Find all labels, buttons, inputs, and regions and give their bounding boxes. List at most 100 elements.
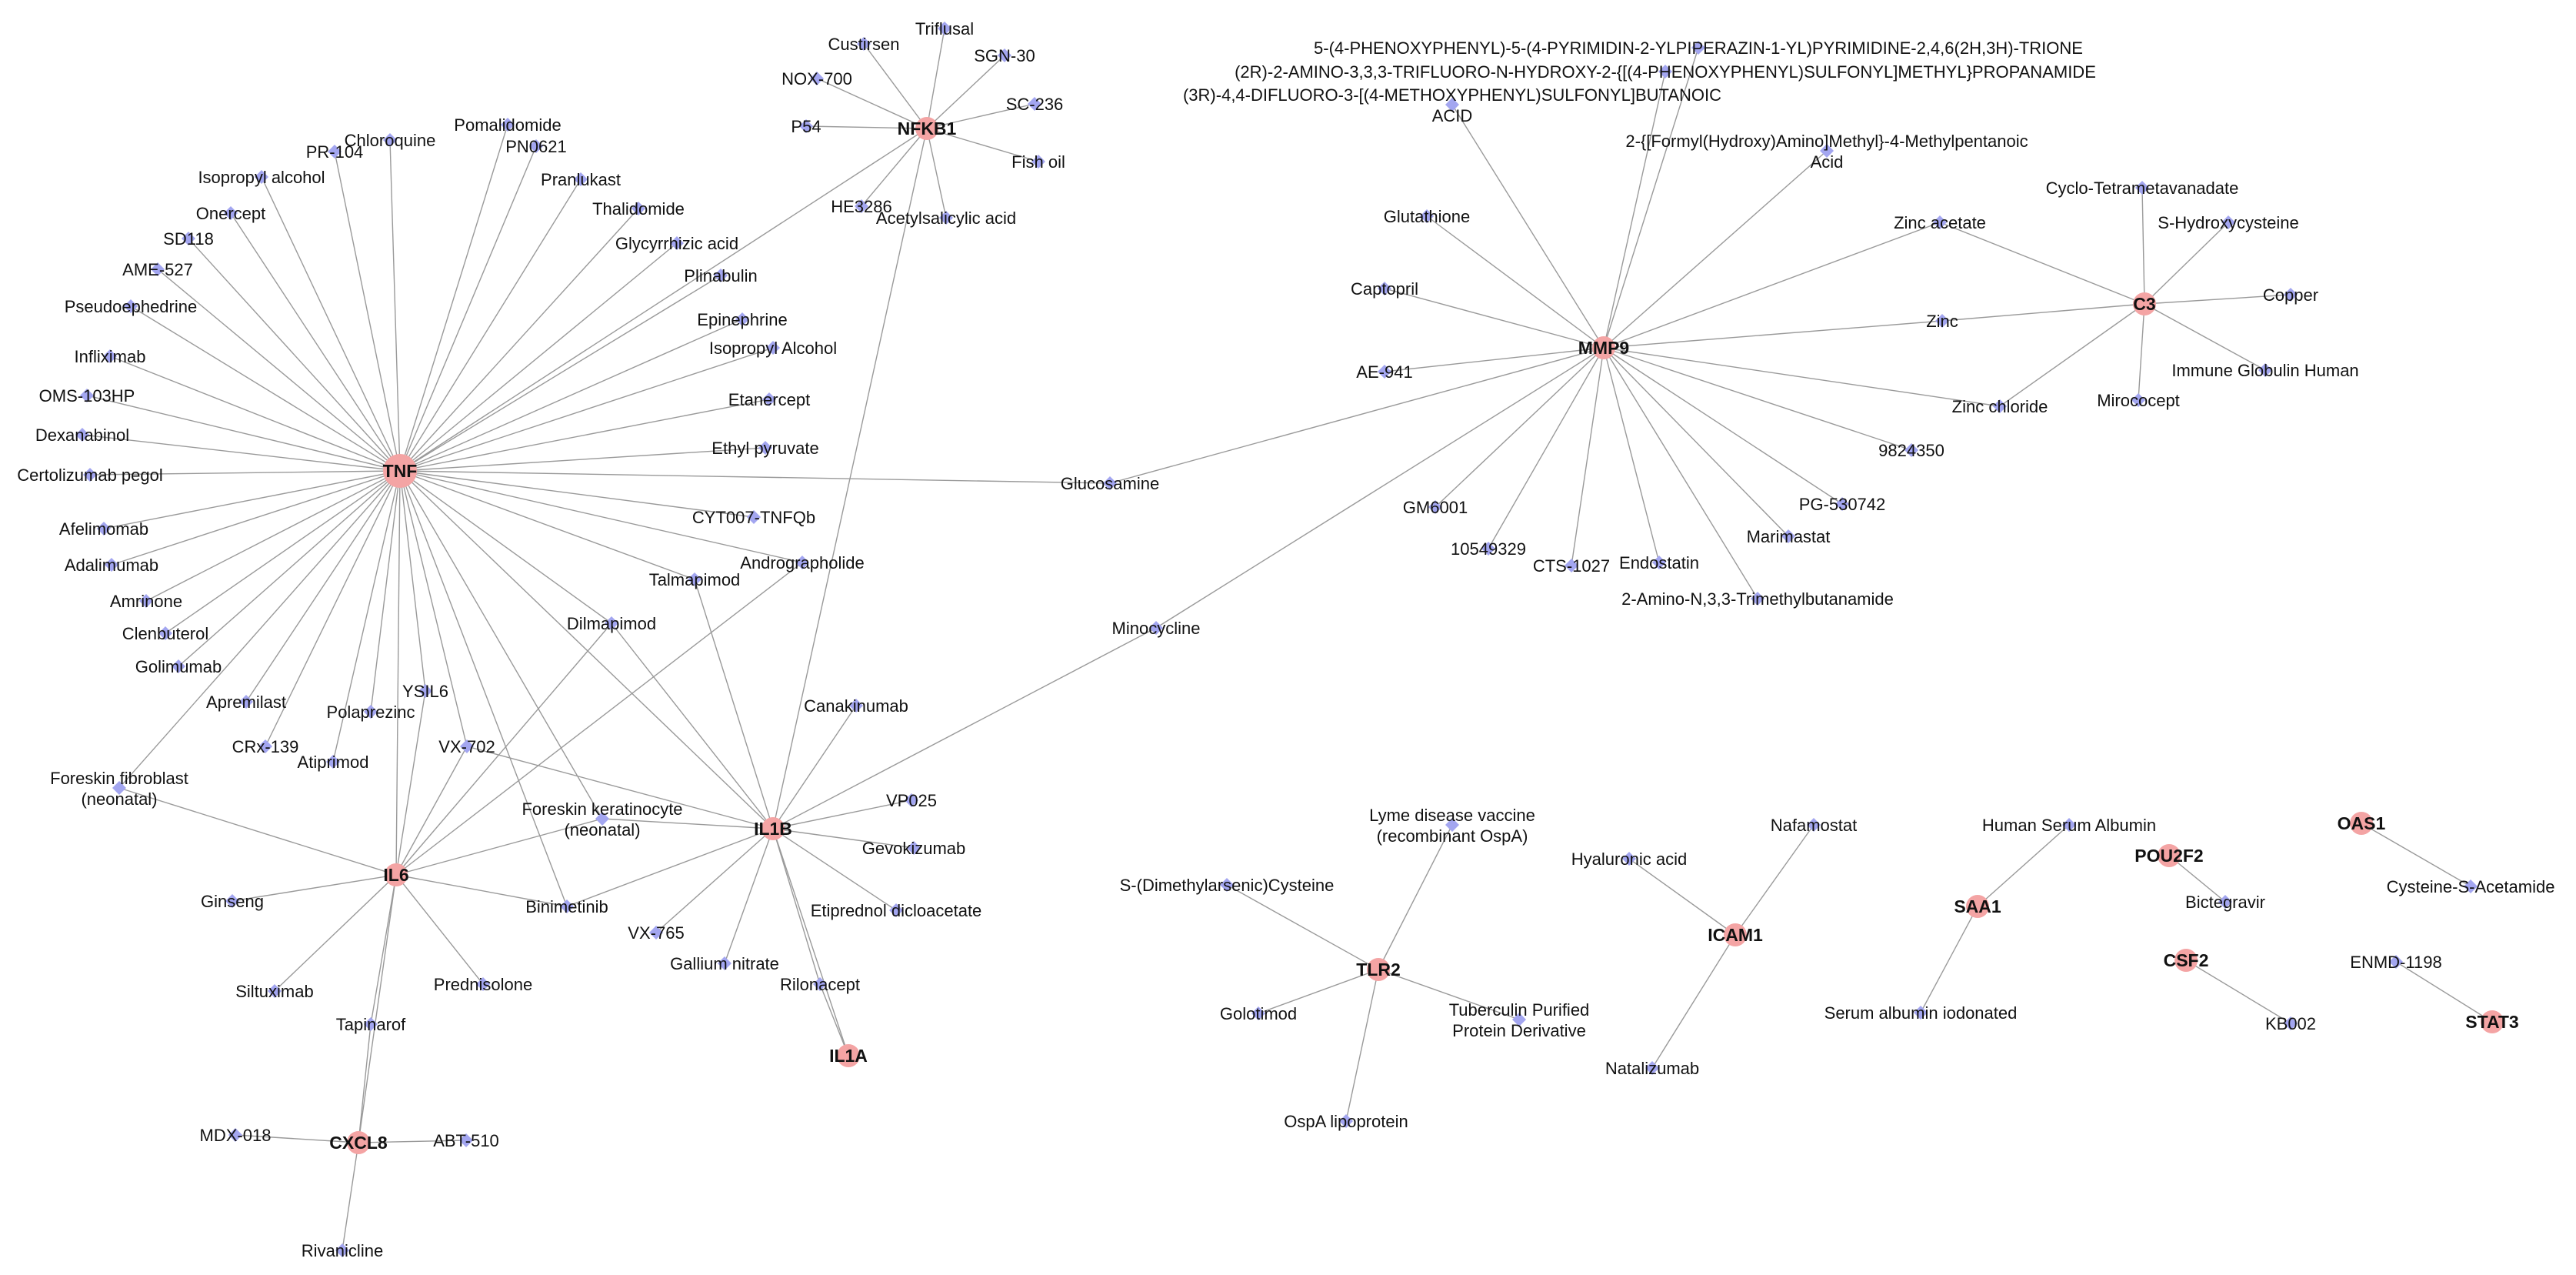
node-golotimod[interactable]: Golotimod xyxy=(1220,1004,1297,1023)
node-minocycline[interactable]: Minocycline xyxy=(1112,619,1201,638)
node-tapinarof[interactable]: Tapinarof xyxy=(336,1015,406,1034)
node-apremilast[interactable]: Apremilast xyxy=(206,693,286,712)
node-ICAM1[interactable]: ICAM1 xyxy=(1708,923,1763,946)
node-rilonacept[interactable]: Rilonacept xyxy=(780,975,860,994)
node-talmapimod[interactable]: Talmapimod xyxy=(649,570,741,589)
node-isopropyl2[interactable]: Isopropyl Alcohol xyxy=(709,339,837,358)
node-zincacetate[interactable]: Zinc acetate xyxy=(1894,213,1986,232)
node-custirsen[interactable]: Custirsen xyxy=(828,35,900,54)
node-CXCL8[interactable]: CXCL8 xyxy=(329,1131,388,1154)
node-abt510[interactable]: ABT-510 xyxy=(433,1131,499,1150)
node-rivanicline[interactable]: Rivanicline xyxy=(302,1241,383,1260)
node-crx139[interactable]: CRx-139 xyxy=(232,737,299,756)
node-pranlukast[interactable]: Pranlukast xyxy=(541,170,621,189)
node-propanamide[interactable]: (2R)-2-AMINO-3,3,3-TRIFLUORO-N-HYDROXY-2… xyxy=(1235,62,2096,82)
node-hsa[interactable]: Human Serum Albumin xyxy=(1982,816,2156,835)
node-pn0621[interactable]: PN0621 xyxy=(505,137,567,156)
node-andrographolide[interactable]: Andrographolide xyxy=(740,553,864,572)
node-TNF[interactable]: TNF xyxy=(383,454,418,488)
node-OAS1[interactable]: OAS1 xyxy=(2338,812,2386,835)
node-amrinone[interactable]: Amrinone xyxy=(110,592,182,611)
node-lyme[interactable]: Lyme disease vaccine(recombinant OspA) xyxy=(1369,806,1535,846)
node-atiprimod[interactable]: Atiprimod xyxy=(298,753,369,772)
node-enmd1198[interactable]: ENMD-1198 xyxy=(2350,953,2441,972)
node-STAT3[interactable]: STAT3 xyxy=(2465,1010,2519,1033)
node-copper[interactable]: Copper xyxy=(2263,285,2318,305)
node-etanercept[interactable]: Etanercept xyxy=(728,390,810,409)
node-captopril[interactable]: Captopril xyxy=(1351,279,1418,299)
node-pentanoic[interactable]: 2-{[Formyl(Hydroxy)Amino]Methyl}-4-Methy… xyxy=(1625,132,2028,172)
node-IL1A[interactable]: IL1A xyxy=(829,1044,868,1067)
node-mirococept[interactable]: Mirococept xyxy=(2097,391,2180,410)
node-ginseng[interactable]: Ginseng xyxy=(201,892,264,911)
node-sdimethyl[interactable]: S-(Dimethylarsenic)Cysteine xyxy=(1120,876,1335,895)
node-gevokizumab[interactable]: Gevokizumab xyxy=(862,839,966,858)
node-serumiod[interactable]: Serum albumin iodonated xyxy=(1825,1003,2018,1023)
node-p54[interactable]: P54 xyxy=(791,117,821,136)
node-onercept[interactable]: Onercept xyxy=(196,204,266,223)
node-ethylpyruvate[interactable]: Ethyl pyruvate xyxy=(711,439,818,458)
node-oms103hp[interactable]: OMS-103HP xyxy=(39,386,135,406)
node-adalimumab[interactable]: Adalimumab xyxy=(65,556,158,575)
node-pr104[interactable]: PR-104 xyxy=(306,142,364,162)
node-infliximab[interactable]: Infliximab xyxy=(75,347,146,366)
node-MMP9[interactable]: MMP9 xyxy=(1578,336,1629,359)
node-asa[interactable]: Acetylsalicylic acid xyxy=(876,209,1016,228)
node-glutathione[interactable]: Glutathione xyxy=(1384,207,1471,226)
node-polaprezinc[interactable]: Polaprezinc xyxy=(327,703,415,722)
node-thalidomide[interactable]: Thalidomide xyxy=(592,199,685,219)
node-butanoic[interactable]: (3R)-4,4-DIFLUORO-3-[(4-METHOXYPHENYL)SU… xyxy=(1183,85,1721,125)
node-gm6001[interactable]: GM6001 xyxy=(1403,498,1468,517)
node-trione[interactable]: 5-(4-PHENOXYPHENYL)-5-(4-PYRIMIDIN-2-YLP… xyxy=(1314,38,2083,58)
node-clenbuterol[interactable]: Clenbuterol xyxy=(122,624,209,643)
node-trimethylbut[interactable]: 2-Amino-N,3,3-Trimethylbutanamide xyxy=(1621,589,1894,609)
node-gallium[interactable]: Gallium nitrate xyxy=(670,954,779,973)
node-sgn30[interactable]: SGN-30 xyxy=(974,46,1035,65)
node-glycyrrhizic[interactable]: Glycyrrhizic acid xyxy=(615,234,738,253)
node-foreskinfib[interactable]: Foreskin fibroblast(neonatal) xyxy=(50,769,188,809)
node-triflusal[interactable]: Triflusal xyxy=(915,19,974,38)
node-plinabulin[interactable]: Plinabulin xyxy=(684,266,757,285)
node-endostatin[interactable]: Endostatin xyxy=(1619,553,1699,572)
node-POU2F2[interactable]: POU2F2 xyxy=(2134,844,2204,867)
node-nox700[interactable]: NOX-700 xyxy=(781,69,852,88)
node-prednisolone[interactable]: Prednisolone xyxy=(434,975,532,994)
node-n10549329[interactable]: 10549329 xyxy=(1451,539,1526,559)
node-n9824350[interactable]: 9824350 xyxy=(1878,441,1944,460)
node-immuneglob[interactable]: Immune Globulin Human xyxy=(2171,361,2358,380)
node-kb002[interactable]: KB002 xyxy=(2265,1014,2316,1033)
node-dilmapimod[interactable]: Dilmapimod xyxy=(567,614,656,633)
node-cysacet[interactable]: Cysteine-S-Acetamide xyxy=(2387,877,2555,896)
node-pg530742[interactable]: PG-530742 xyxy=(1799,495,1886,514)
node-vx765[interactable]: VX-765 xyxy=(628,923,684,943)
node-C3[interactable]: C3 xyxy=(2133,292,2156,315)
node-bictegravir[interactable]: Bictegravir xyxy=(2185,893,2265,912)
node-cyt007[interactable]: CYT007-TNFQb xyxy=(692,508,815,527)
node-CSF2[interactable]: CSF2 xyxy=(2164,949,2209,972)
node-glucosamine[interactable]: Glucosamine xyxy=(1061,474,1159,493)
node-ysil6[interactable]: YSIL6 xyxy=(402,682,448,701)
node-vp025[interactable]: VP025 xyxy=(886,791,937,810)
node-etiprednol[interactable]: Etiprednol dicloacetate xyxy=(811,901,982,920)
node-binimetinib[interactable]: Binimetinib xyxy=(525,897,608,916)
node-pseudoephedrine[interactable]: Pseudoephedrine xyxy=(65,297,197,316)
node-epinephrine[interactable]: Epinephrine xyxy=(697,310,787,329)
node-foreskinker[interactable]: Foreskin keratinocyte(neonatal) xyxy=(522,799,682,839)
node-pomalidomide[interactable]: Pomalidomide xyxy=(454,115,561,135)
node-ame527[interactable]: AME-527 xyxy=(122,260,193,279)
node-dexanabinol[interactable]: Dexanabinol xyxy=(35,426,129,445)
node-golimumab[interactable]: Golimumab xyxy=(135,657,222,676)
node-IL6[interactable]: IL6 xyxy=(383,863,409,886)
node-nafamostat[interactable]: Nafamostat xyxy=(1771,816,1858,835)
node-ospa[interactable]: OspA lipoprotein xyxy=(1284,1112,1408,1131)
node-TLR2[interactable]: TLR2 xyxy=(1356,958,1401,981)
node-isopropyl1[interactable]: Isopropyl alcohol xyxy=(198,168,325,187)
node-NFKB1[interactable]: NFKB1 xyxy=(898,117,957,140)
node-hyaluronic[interactable]: Hyaluronic acid xyxy=(1571,849,1687,869)
node-cts1027[interactable]: CTS-1027 xyxy=(1533,556,1610,576)
node-SAA1[interactable]: SAA1 xyxy=(1954,895,2001,918)
node-vx702[interactable]: VX-702 xyxy=(438,737,495,756)
node-sc236[interactable]: SC-236 xyxy=(1006,95,1064,114)
node-cyclotetra[interactable]: Cyclo-Tetrametavanadate xyxy=(2046,179,2239,198)
